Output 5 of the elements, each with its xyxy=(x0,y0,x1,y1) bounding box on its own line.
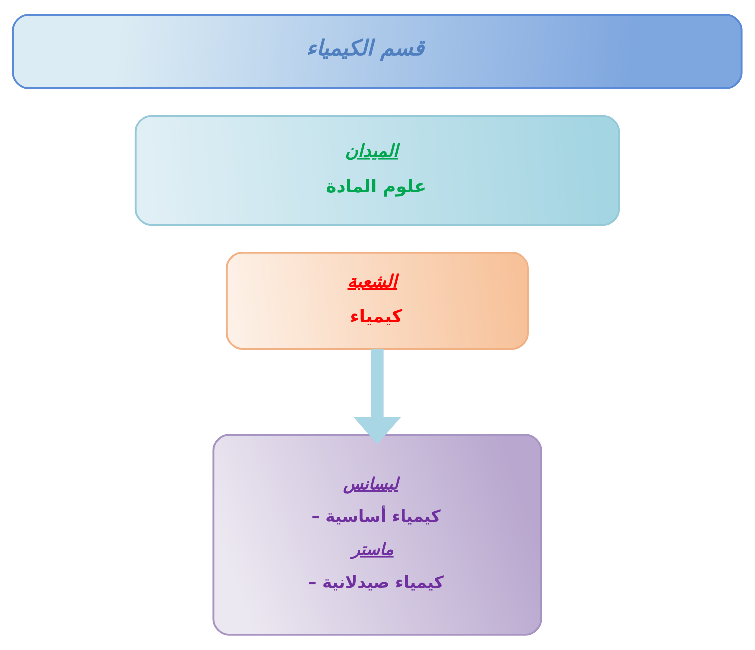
node-box: قسم الكيمياء xyxy=(12,14,743,90)
arrow xyxy=(354,349,402,444)
node-box: الشعبة كيمياء xyxy=(226,252,529,350)
node-box: الميدان علوم المادة xyxy=(134,115,620,226)
node-box: ليسانس – كيمياء أساسية ماستر – كيمياء صيدلانية xyxy=(212,434,542,636)
